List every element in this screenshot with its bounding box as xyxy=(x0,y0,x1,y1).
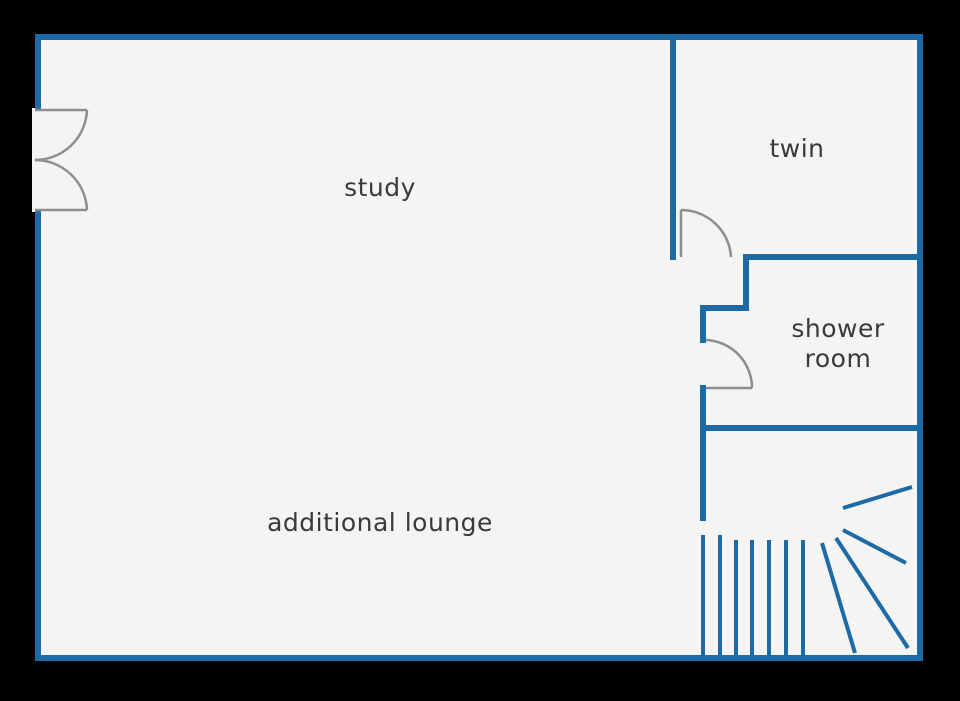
staircase xyxy=(701,485,913,655)
room-labels: study additional lounge twin shower room xyxy=(267,134,884,537)
floor-area xyxy=(38,37,920,658)
shower-door-swing xyxy=(705,338,754,389)
stair-tread-winder xyxy=(820,542,857,654)
stair-tread-winder xyxy=(842,528,907,565)
walls xyxy=(35,34,923,661)
room-label-study: study xyxy=(344,173,416,202)
stair-tread-winder xyxy=(834,536,910,650)
room-label-shower-line2: room xyxy=(805,344,872,373)
room-label-twin: twin xyxy=(769,134,824,163)
entrance-door-swing-top xyxy=(34,109,89,162)
room-label-additional-lounge: additional lounge xyxy=(267,508,493,537)
entrance-door-swing-bottom xyxy=(34,158,89,211)
doors xyxy=(34,108,754,390)
room-label-shower-line1: shower xyxy=(791,314,884,343)
twin-door-swing xyxy=(680,208,733,258)
stair-tread-winder xyxy=(842,485,913,510)
